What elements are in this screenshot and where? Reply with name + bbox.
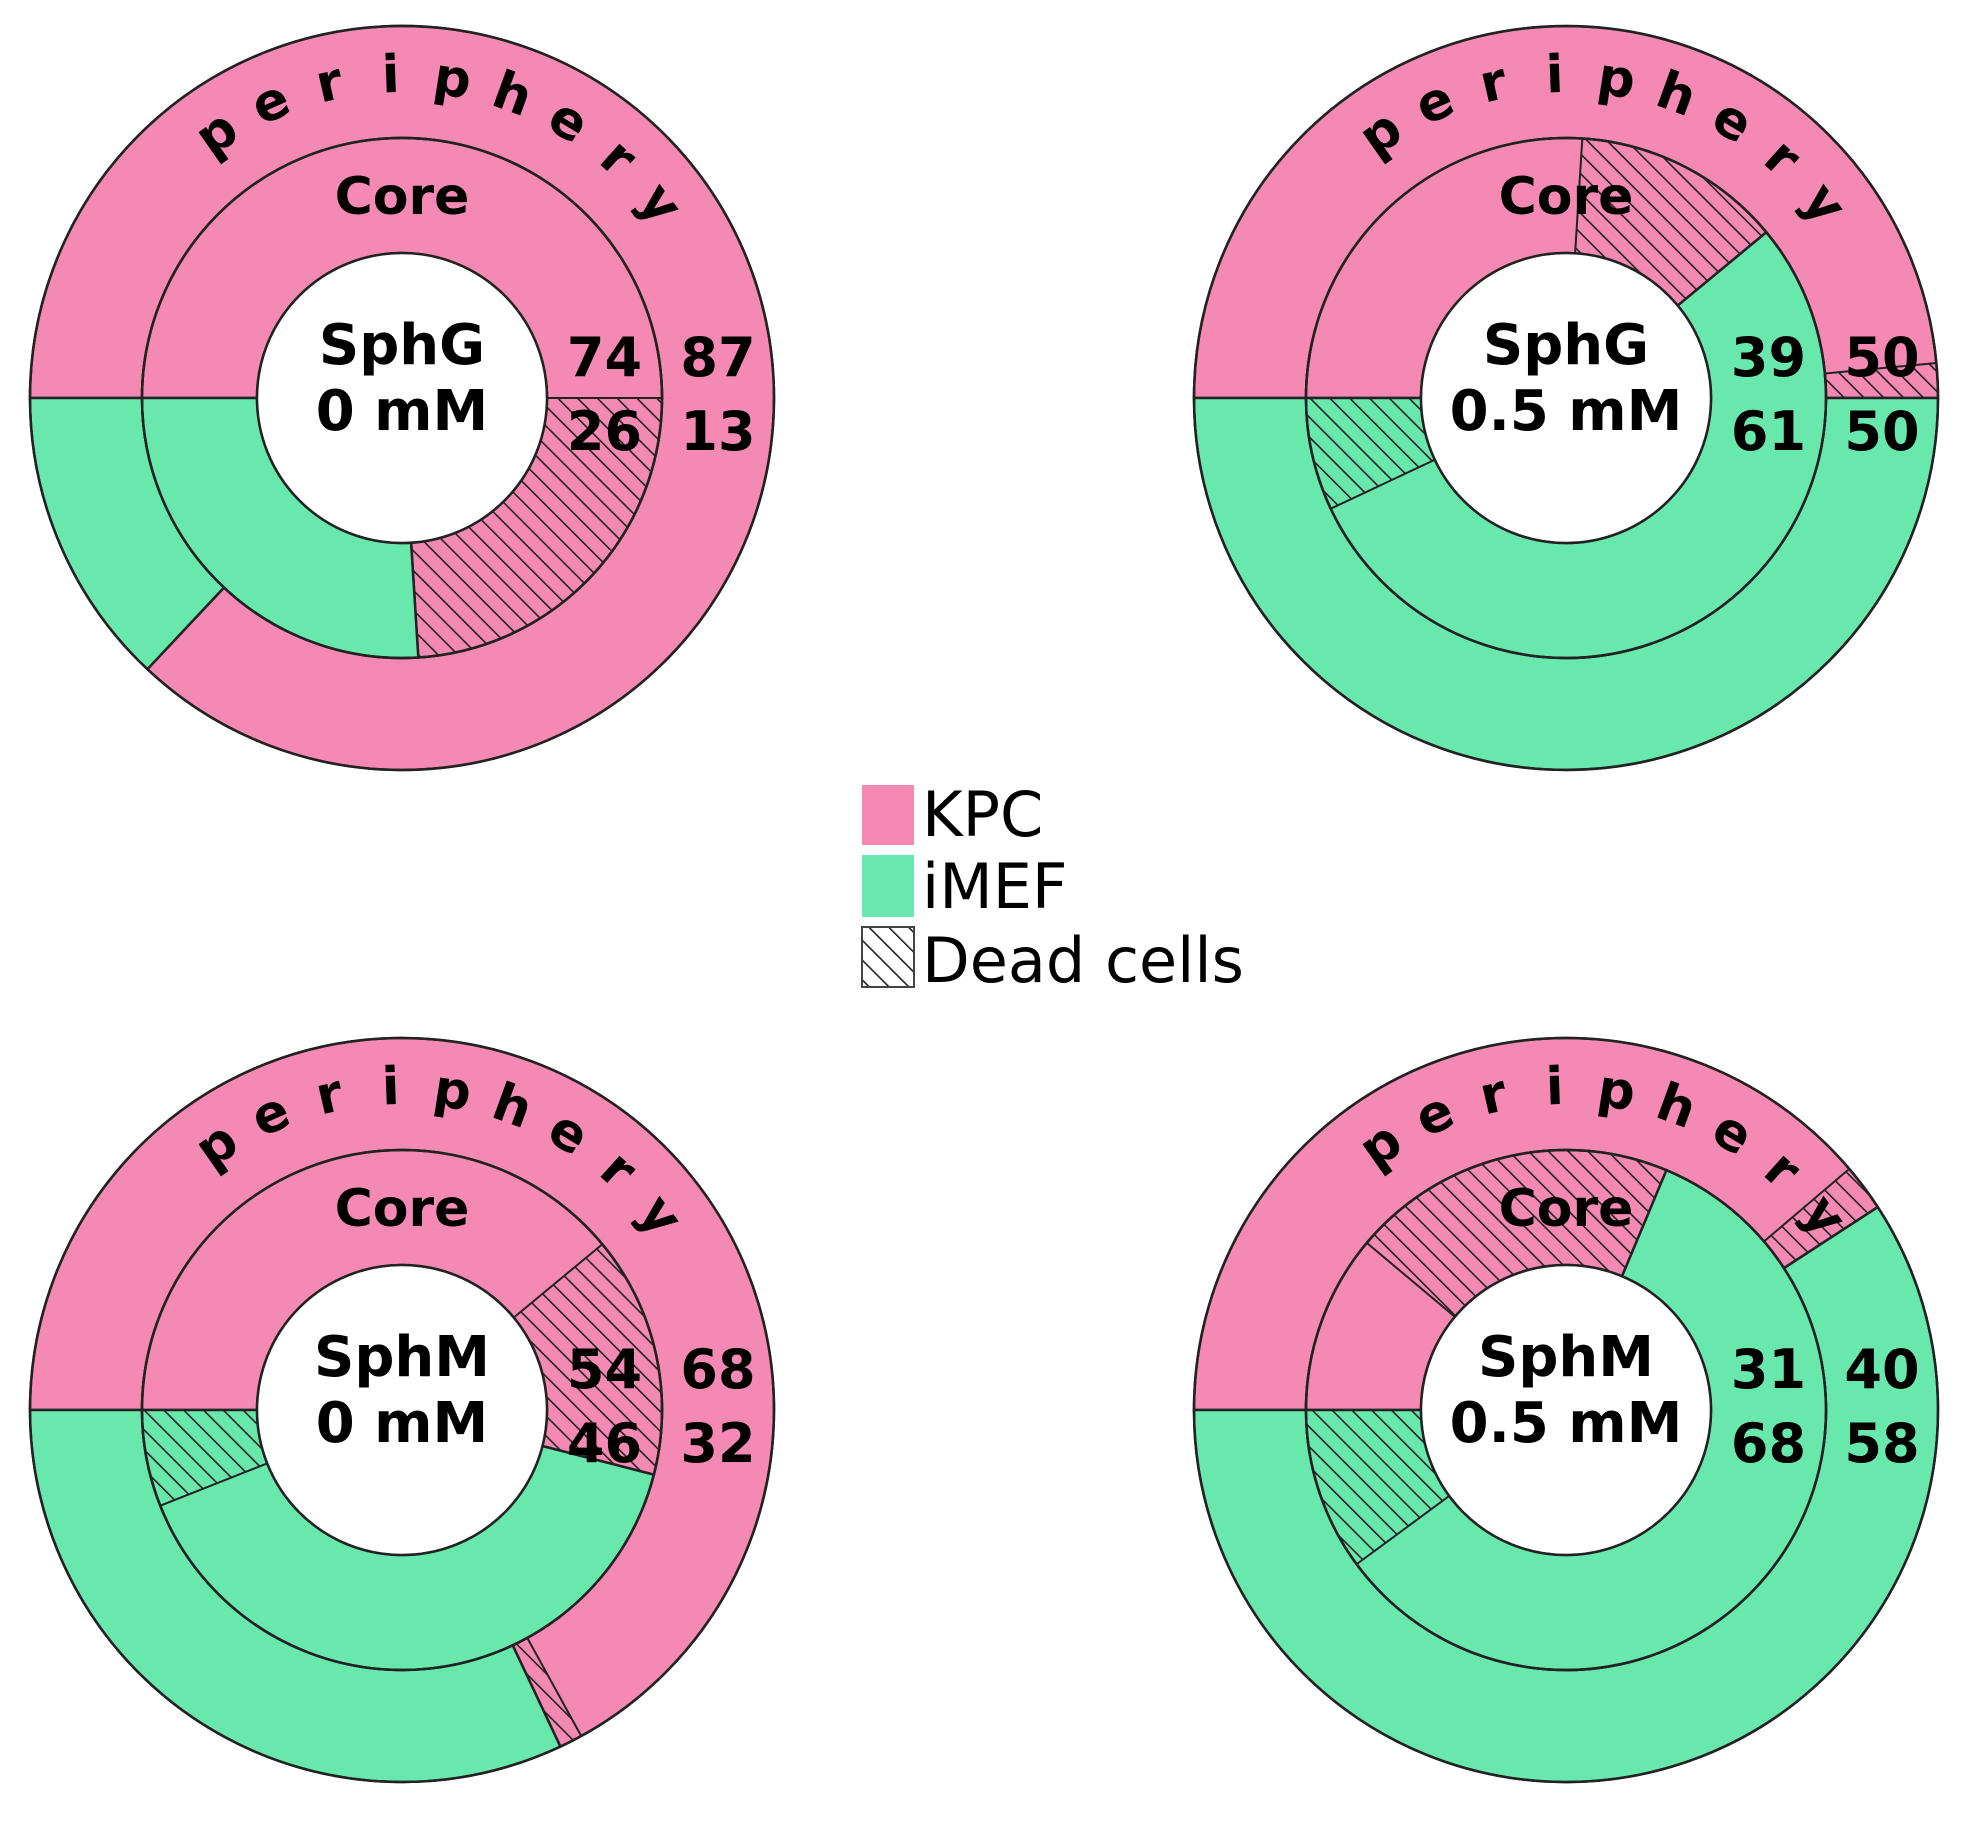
center-title-line2: 0 mM	[316, 379, 489, 444]
core-imef-value: 68	[1731, 1412, 1806, 1475]
donut-hole	[255, 251, 549, 545]
center-title-line1: SphG	[319, 313, 485, 378]
center-title-line2: 0.5 mM	[1450, 1391, 1683, 1456]
core-imef-value: 61	[1731, 400, 1806, 463]
periphery-kpc-value: 40	[1844, 1338, 1919, 1401]
core-label: Core	[1499, 167, 1634, 227]
periphery-kpc-value: 87	[680, 326, 755, 389]
ring-divider	[1304, 1148, 1828, 1672]
core-imef-value: 26	[567, 400, 642, 463]
periphery-label-glyph: p	[429, 46, 475, 111]
legend-label-imef: iMEF	[922, 850, 1068, 923]
periphery-label-glyph: i	[1545, 45, 1565, 106]
legend: KPC iMEF Dead cells	[861, 778, 1244, 997]
ring-divider	[140, 1148, 664, 1672]
core-kpc-value: 74	[567, 326, 642, 389]
periphery-label-glyph: i	[1545, 1057, 1565, 1118]
center-title-line1: SphG	[1483, 313, 1649, 378]
core-kpc-value: 54	[567, 1338, 642, 1401]
core-imef-value: 46	[567, 1412, 642, 1475]
periphery-imef-value: 58	[1844, 1412, 1919, 1475]
periphery-label-glyph: i	[381, 1057, 401, 1118]
core-label: Core	[1499, 1179, 1634, 1239]
periphery-kpc-value: 68	[680, 1338, 755, 1401]
core-kpc-value: 31	[1731, 1338, 1806, 1401]
periphery-label-glyph: p	[429, 1058, 475, 1123]
donut-hole	[1419, 1263, 1713, 1557]
legend-label-dead: Dead cells	[922, 924, 1244, 997]
outer-outline	[1192, 1036, 1940, 1784]
core-label: Core	[335, 1179, 470, 1239]
donut-hole	[1419, 251, 1713, 545]
outer-outline	[1192, 24, 1940, 772]
outer-outline	[28, 1036, 776, 1784]
outer-outline	[28, 24, 776, 772]
donut-hole	[255, 1263, 549, 1557]
core-label: Core	[335, 167, 470, 227]
center-title-line2: 0 mM	[316, 1391, 489, 1456]
periphery-kpc-value: 50	[1844, 326, 1919, 389]
periphery-label-glyph: p	[1593, 1058, 1639, 1123]
center-title-line1: SphM	[314, 1325, 490, 1390]
core-kpc-value: 39	[1731, 326, 1806, 389]
center-title-line1: SphM	[1478, 1325, 1654, 1390]
legend-swatch-imef	[862, 855, 914, 917]
legend-swatch-kpc	[862, 785, 914, 845]
ring-divider	[140, 136, 664, 660]
periphery-imef-value: 50	[1844, 400, 1919, 463]
ring-divider	[1304, 136, 1828, 660]
center-title-line2: 0.5 mM	[1450, 379, 1683, 444]
legend-label-kpc: KPC	[922, 778, 1043, 851]
periphery-imef-value: 32	[680, 1412, 755, 1475]
periphery-label-glyph: p	[1593, 46, 1639, 111]
periphery-imef-value: 13	[680, 400, 755, 463]
legend-swatch-dead	[861, 926, 915, 988]
periphery-label-glyph: i	[381, 45, 401, 106]
